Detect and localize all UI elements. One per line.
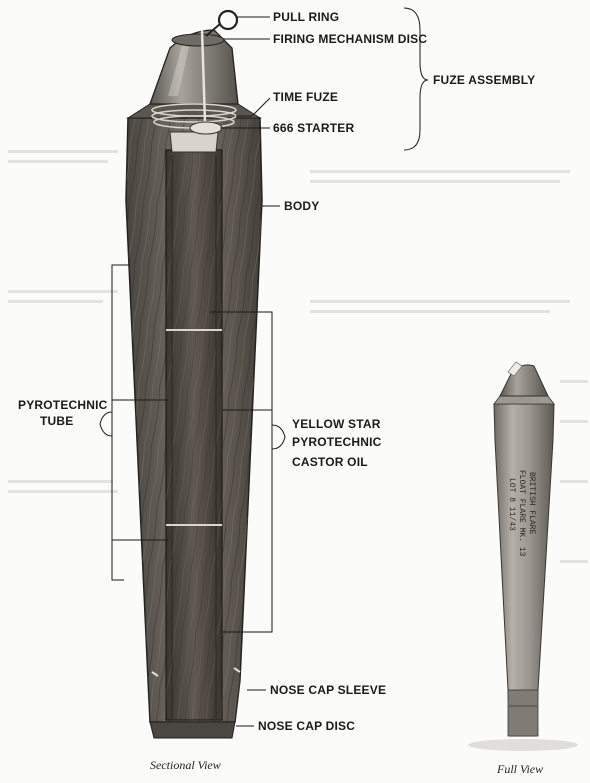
stencil-line-2: LOT 8 11/43 [507,478,516,531]
fuze-dome [149,29,239,105]
full-flare-body [493,403,555,737]
full-flare-dome [499,364,549,397]
caption-full-view: Full View [497,762,544,776]
label-yellow-star-1: YELLOW STAR [292,417,381,431]
full-view-stencil: FLOAT FLARE MK. 13 LOT 8 11/43 BRITISH F… [507,470,536,557]
label-pull-ring: PULL RING [273,10,340,24]
stencil-line-3: BRITISH FLARE [527,472,536,535]
label-body: BODY [284,199,320,213]
sectional-view [125,9,263,739]
label-pyrotechnic-tube-1: PYROTECHNIC [18,398,108,412]
label-pyrotechnic-tube-2: TUBE [40,414,74,428]
starter-pellet [189,121,223,135]
nose-cap-disc [149,721,236,739]
background-page-texture [8,150,588,563]
label-fuze-assembly: FUZE ASSEMBLY [433,73,536,87]
starter-cup [169,131,219,153]
label-nose-cap-sleeve: NOSE CAP SLEEVE [270,683,387,697]
label-nose-cap-disc: NOSE CAP DISC [258,719,356,733]
label-time-fuze: TIME FUZE [273,90,339,104]
caption-sectional-view: Sectional View [150,758,221,772]
pull-ring [217,9,239,31]
label-yellow-star-2: PYROTECHNIC [292,435,382,449]
leader-lines [99,7,429,727]
stencil-line-1: FLOAT FLARE MK. 13 [517,470,526,557]
label-yellow-star-3: CASTOR OIL [292,455,368,469]
label-firing-mechanism-disc: FIRING MECHANISM DISC [273,32,428,46]
label-666-starter: 666 STARTER [273,121,355,135]
full-view: FLOAT FLARE MK. 13 LOT 8 11/43 BRITISH F… [468,361,578,751]
firing-mechanism-disc [171,33,225,47]
